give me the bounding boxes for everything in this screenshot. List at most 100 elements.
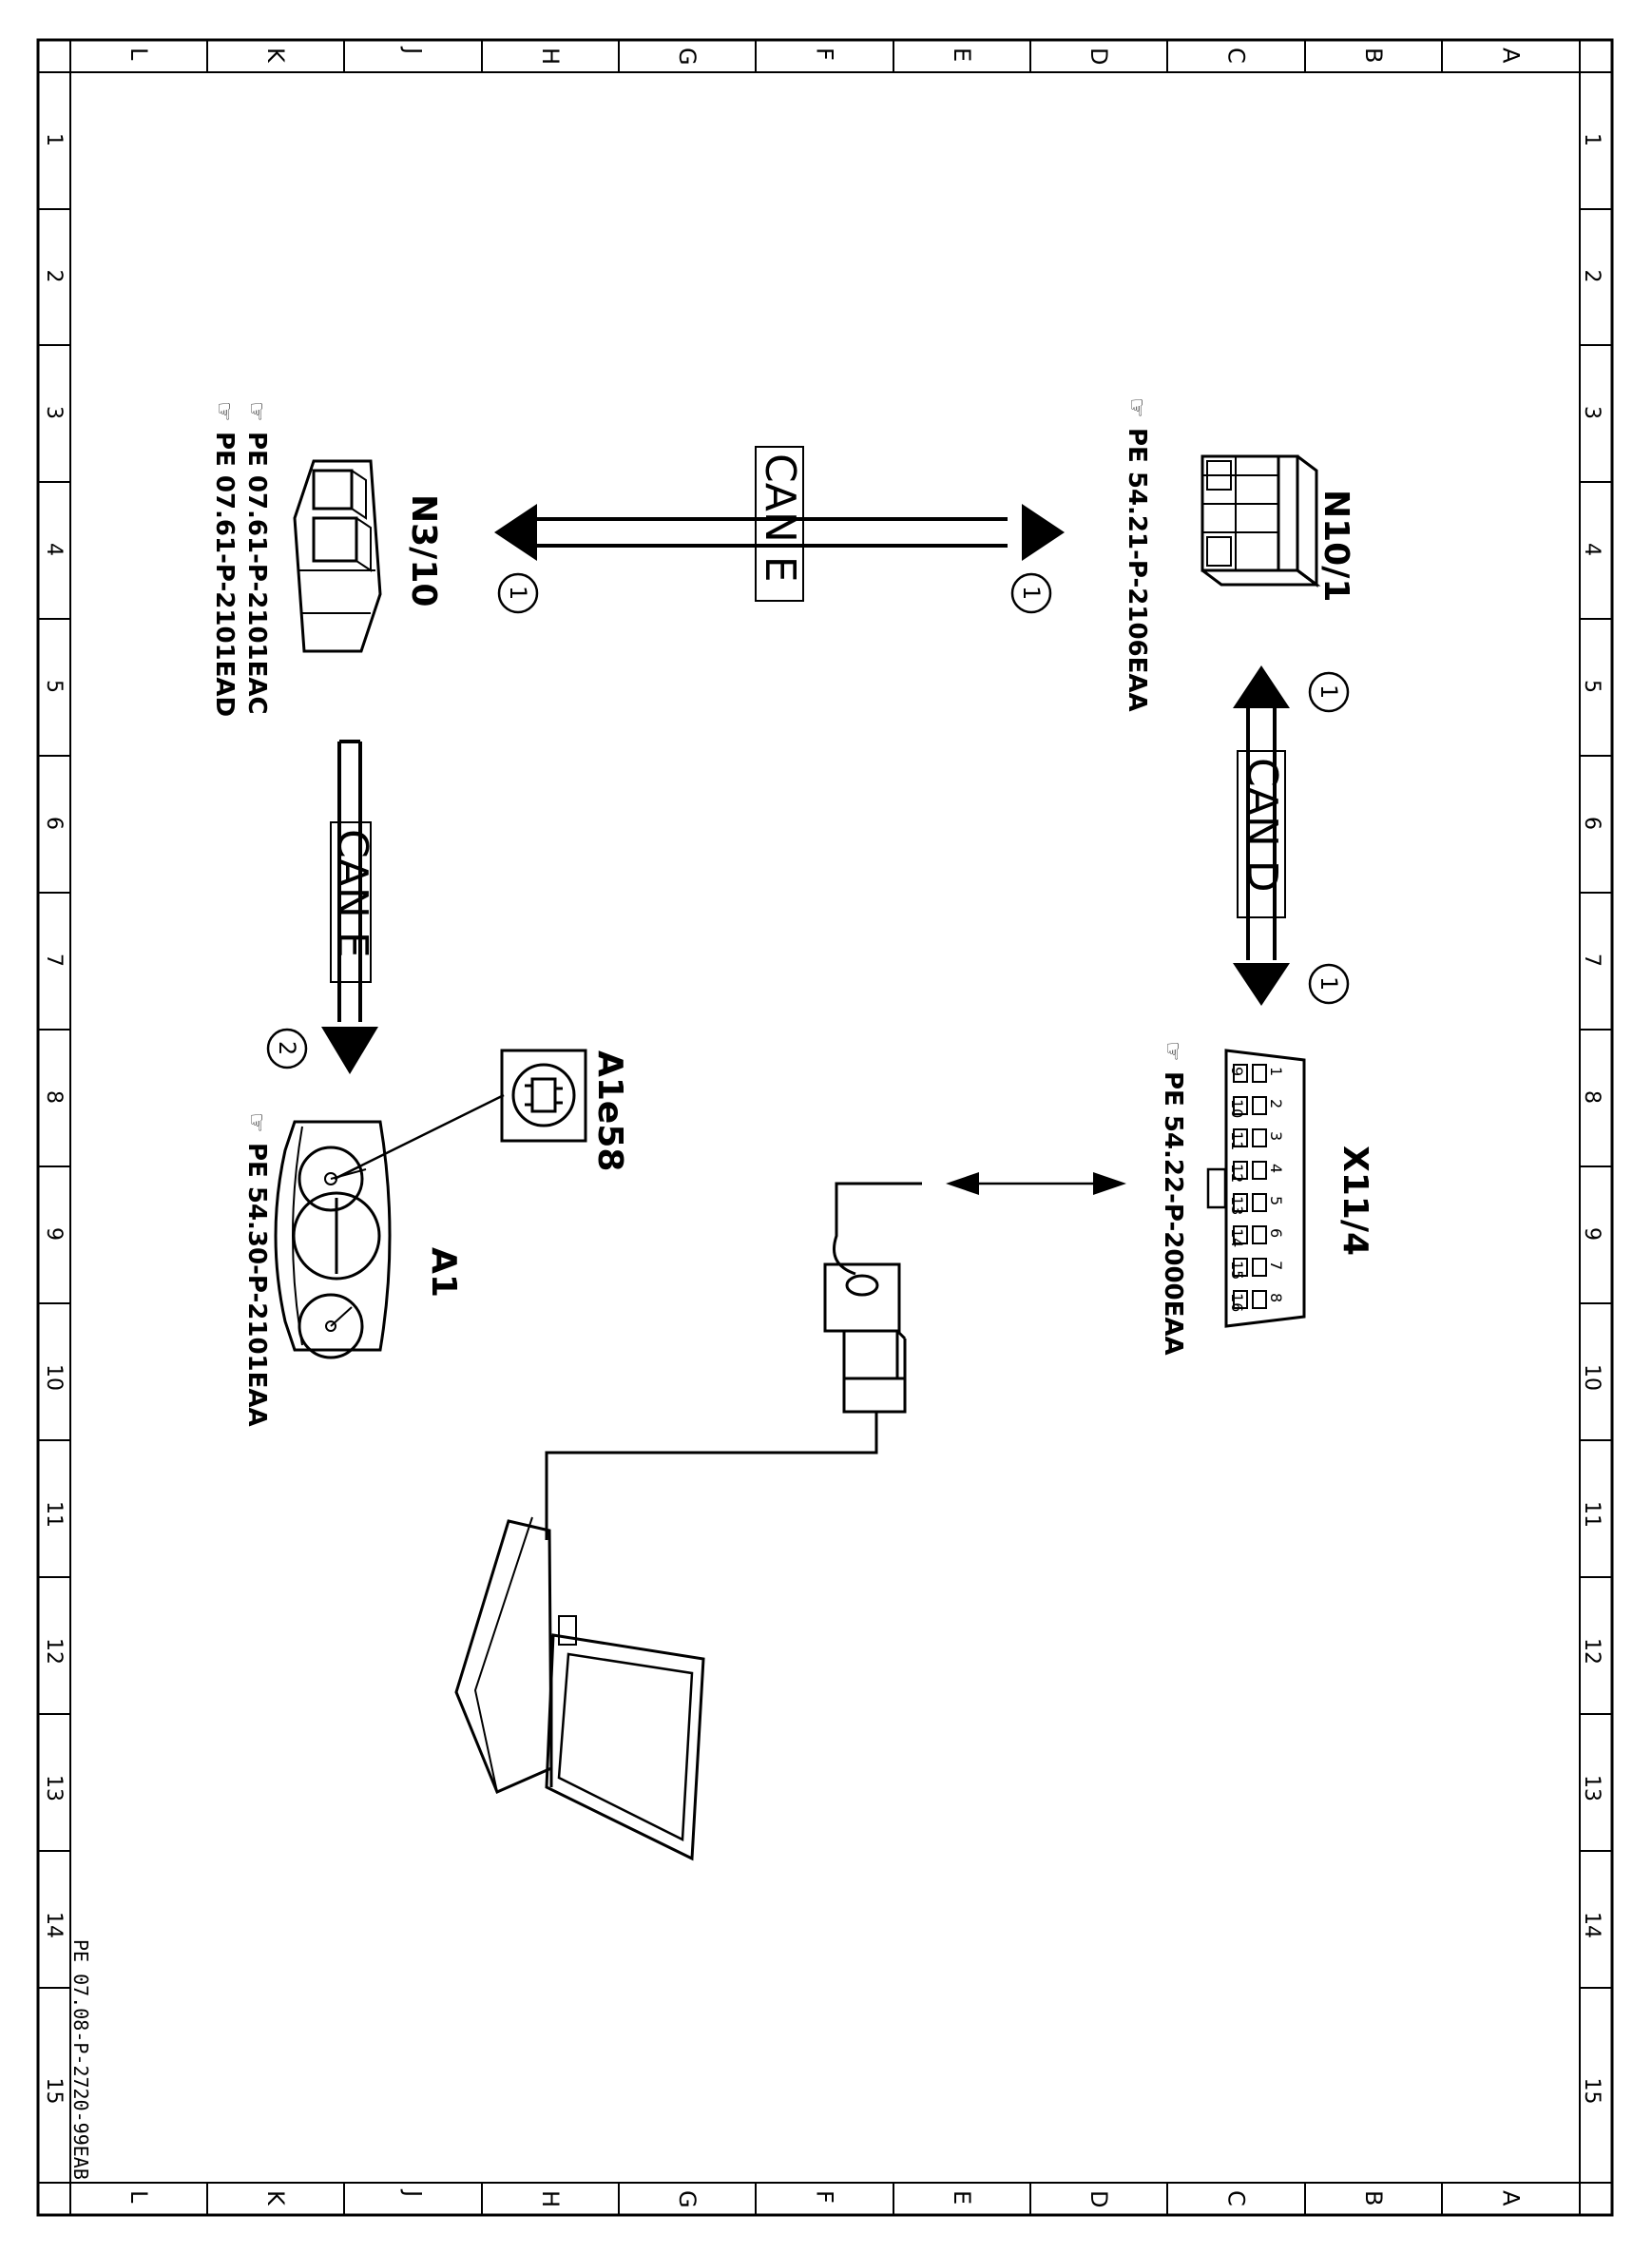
obd-pin-number: 12 <box>1228 1164 1246 1183</box>
obd-pin <box>1252 1290 1267 1309</box>
obd-pin <box>1252 1193 1267 1212</box>
marker-number: 1 <box>505 586 531 600</box>
grid-label: 8 <box>42 1090 66 1104</box>
obd-pin-number: 1 <box>1267 1067 1285 1076</box>
can-e-bus-bottom: CAN E 2 <box>266 740 378 1074</box>
grid-label: 7 <box>42 954 66 967</box>
grid-label: C <box>1223 2190 1250 2206</box>
grid-label: L <box>125 48 152 61</box>
hand-pointer-icon: ☞ <box>243 401 269 422</box>
hand-pointer-icon: ☞ <box>211 401 237 422</box>
grid-label: 8 <box>1580 1090 1604 1104</box>
n10-1-label: N10/1 <box>1316 490 1355 602</box>
grid-label: 6 <box>42 817 66 830</box>
a1e58-indicator <box>500 1049 587 1143</box>
grid-label: K <box>262 48 289 64</box>
obd-connector-tab <box>1206 1167 1227 1209</box>
grid-label: 3 <box>1580 406 1604 419</box>
grid-label: 3 <box>42 406 66 419</box>
diagnostic-tester <box>454 1182 922 1861</box>
a1-label: A1 <box>424 1247 463 1298</box>
grid-label: 14 <box>1580 1912 1604 1938</box>
grid-label: J <box>400 46 427 54</box>
n10-1-ref-text: PE 54.21-P-2106EAA <box>1123 428 1151 712</box>
grid-label: 4 <box>42 543 66 556</box>
grid-label: 9 <box>1580 1227 1604 1241</box>
obd-pin-number: 16 <box>1228 1293 1246 1312</box>
grid-label: L <box>125 2190 152 2204</box>
grid-label: H <box>537 2190 564 2207</box>
grid-label: 13 <box>1580 1775 1604 1801</box>
marker-circle <box>266 1028 308 1069</box>
n10-1-component: N10/1 ☞ PE 54.21-P-2106EAA <box>1123 397 1355 712</box>
instrument-cluster-body <box>274 1120 392 1352</box>
document-id: PE 07.08-P-2720-99EAB <box>69 1939 92 2180</box>
outer-frame <box>36 38 1614 2217</box>
obd-pin-number: 9 <box>1228 1067 1246 1076</box>
a1e58-label: A1e58 <box>590 1050 629 1171</box>
obd-pin-number: 13 <box>1228 1196 1246 1215</box>
marker-circle <box>497 572 539 614</box>
obd-pin <box>1252 1161 1267 1180</box>
a1e58-leader-line <box>334 1093 505 1181</box>
obd-pin <box>1233 1290 1248 1309</box>
can-e-bottom-label: CAN E <box>328 829 376 958</box>
arrowhead-right <box>1093 1172 1126 1195</box>
grid-label: 11 <box>1580 1501 1604 1528</box>
gauge-left <box>298 1146 364 1212</box>
hand-pointer-icon: ☞ <box>1160 1041 1185 1062</box>
grid-label: 4 <box>1580 543 1604 556</box>
grid-label: 10 <box>42 1364 66 1391</box>
grid-label: K <box>262 2190 289 2206</box>
x11-4-ref-text: PE 54.22-P-2000EAA <box>1159 1071 1187 1356</box>
x11-4-label: X11/4 <box>1335 1146 1374 1256</box>
obd-pin-number: 5 <box>1267 1196 1285 1205</box>
obd-pin <box>1233 1096 1248 1115</box>
arrowhead-left <box>946 1172 979 1195</box>
grid-label: 11 <box>42 1501 66 1528</box>
grid-label: B <box>1360 2190 1387 2206</box>
obd-pin-number: 14 <box>1228 1228 1246 1247</box>
inner-frame <box>69 71 1581 2184</box>
grid-label: F <box>812 48 838 61</box>
grid-ticks <box>38 40 1612 2215</box>
n3-10-reference-2: ☞ PE 07.61-P-2101EAD <box>210 401 239 717</box>
a1-component: A1 ☞ PE 54.30-P-2101EAA A1e58 <box>242 1049 629 1427</box>
obd-pin <box>1233 1225 1248 1244</box>
grid-label: 12 <box>42 1638 66 1665</box>
obd-pin <box>1233 1258 1248 1277</box>
engine-check-icon <box>525 1077 563 1113</box>
hand-pointer-icon: ☞ <box>1124 397 1149 418</box>
grid-label: E <box>949 2190 975 2205</box>
n10-1-reference: ☞ PE 54.21-P-2106EAA <box>1123 397 1151 712</box>
adapter-plug <box>823 1262 907 1414</box>
arrowhead-down <box>321 1027 378 1074</box>
obd-pin-number: 15 <box>1228 1261 1246 1280</box>
marker-circle <box>1010 572 1052 614</box>
marker-circle <box>1308 963 1350 1005</box>
can-d-bus: CAN D 1 1 <box>1233 665 1350 1006</box>
can-d-label-box <box>1237 750 1286 918</box>
grid-label: 5 <box>1580 680 1604 693</box>
marker-number: 2 <box>274 1041 300 1055</box>
obd-connector-body <box>1224 1049 1306 1328</box>
grid-label: 5 <box>42 680 66 693</box>
obd-pin <box>1233 1064 1248 1083</box>
grid-label: 13 <box>42 1775 66 1801</box>
arrowhead-down <box>1233 963 1290 1006</box>
grid-label: 15 <box>42 2078 66 2105</box>
marker-number: 1 <box>1316 976 1342 991</box>
obd-pin <box>1252 1064 1267 1083</box>
arrowhead-right <box>1022 504 1065 561</box>
obd-pin <box>1233 1161 1248 1180</box>
n3-10-ref-text-1: PE 07.61-P-2101EAC <box>242 432 271 715</box>
can-e-bottom-label-box <box>330 821 372 983</box>
obd-pin-number: 3 <box>1267 1131 1285 1141</box>
marker-circle <box>1308 671 1350 713</box>
grid-label: G <box>674 2190 701 2208</box>
grid-label: 10 <box>1580 1364 1604 1391</box>
